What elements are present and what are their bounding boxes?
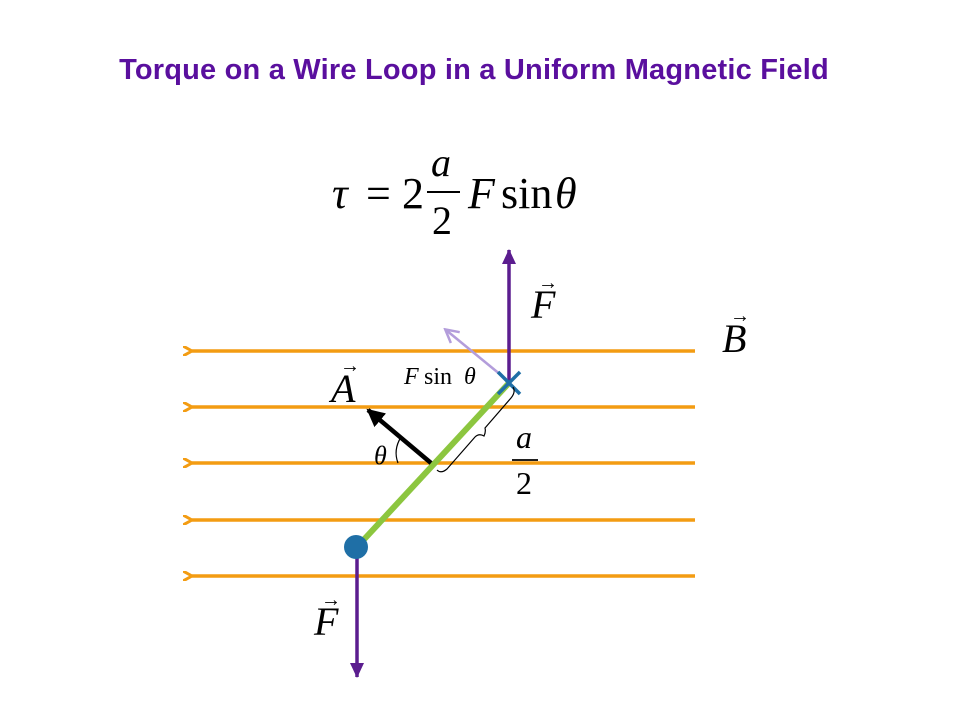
label-force-bottom: F →	[313, 589, 341, 644]
label-force-component-theta: θ	[464, 364, 476, 390]
svg-text:→: →	[321, 589, 341, 611]
svg-text:→: →	[730, 305, 750, 327]
svg-text:→: →	[340, 355, 360, 377]
equation-coefficient: 2	[402, 169, 424, 218]
label-force-component-f: F	[403, 364, 419, 390]
torque-equation: τ = 2 a 2 F sin θ	[332, 140, 577, 243]
svg-text:→: →	[538, 272, 558, 294]
current-into-page-icon	[496, 370, 522, 396]
label-force-component-sin: sin	[424, 364, 452, 390]
equation-theta: θ	[555, 169, 577, 218]
label-force-top: F →	[530, 272, 558, 327]
label-field-b: B →	[722, 305, 750, 361]
force-component-arrow	[446, 330, 508, 381]
label-area-vector: A →	[328, 355, 360, 411]
equation-fraction-numerator: a	[431, 140, 451, 185]
current-out-of-page-icon	[344, 535, 368, 559]
slide-title: Torque on a Wire Loop in a Uniform Magne…	[119, 54, 829, 86]
half-length-brace	[436, 386, 515, 473]
angle-arc	[395, 436, 402, 464]
svg-text:A: A	[328, 366, 356, 411]
area-vector-arrow	[366, 408, 433, 465]
label-angle-theta: θ	[374, 441, 387, 470]
svg-text:F: F	[530, 282, 556, 327]
equation-force: F	[467, 169, 496, 218]
equation-sin: sin	[501, 169, 552, 218]
svg-text:B: B	[722, 316, 746, 361]
label-half-length-numerator: a	[516, 419, 532, 455]
equation-tau: τ	[332, 169, 350, 218]
label-half-length: a 2	[512, 419, 538, 501]
magnetic-field-lines	[192, 351, 695, 576]
equation-equals: =	[366, 169, 391, 218]
equation-fraction-denominator: 2	[432, 198, 452, 243]
wire-loop-side	[354, 380, 512, 550]
label-half-length-denominator: 2	[516, 465, 532, 501]
label-force-component: F sin θ	[403, 364, 476, 390]
svg-text:F: F	[313, 599, 339, 644]
